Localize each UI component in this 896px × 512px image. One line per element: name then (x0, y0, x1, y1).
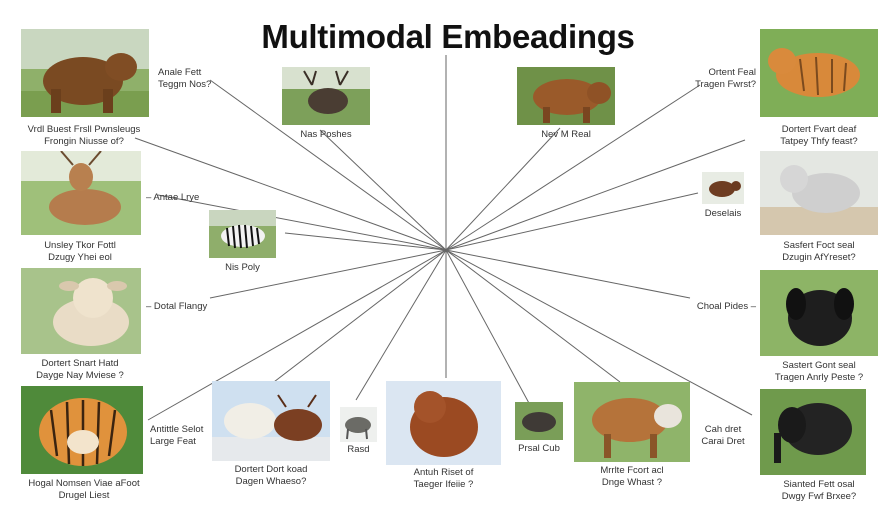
caption-bears-bottom: Dortert Dort koad Dagen Whaeso? (234, 464, 308, 487)
bison-photo-bottom-right (574, 382, 690, 462)
caption-elephant: Sianted Fett osal Dwgy Fwf Brxee? (781, 479, 857, 502)
buffalo-photo-small (515, 402, 563, 440)
ray-dog-r (445, 249, 691, 299)
caption-zebra: Nis Poly (225, 262, 260, 273)
dog-photo-right (760, 270, 878, 356)
ray-tiger-bl (147, 249, 447, 421)
caption-tiger-bottom-left-text: Antittle Selot Large Feat (150, 424, 204, 447)
bear-photo-center (386, 381, 501, 465)
ray-goat-r (445, 192, 699, 251)
wolf-photo (340, 407, 377, 442)
caption-dog-right: Sastert Gont seal Tragen Anrly Peste ? (774, 360, 864, 383)
goat-photo-right (760, 151, 878, 235)
diagram-title: Multimodal Embeadings (261, 18, 635, 55)
ray-zebra (284, 232, 447, 251)
caption-tiger-top-right: Dortert Fvart deaf Tatpey Thfy feast? (780, 124, 858, 147)
caption-deer-left: Unsley Tkor Fottl Dzugy Yhei eol (44, 240, 116, 263)
goat-photo-right-small (702, 172, 744, 204)
ray-deer-l (157, 194, 447, 251)
caption-buffalo-small: Prsal Cub (518, 443, 560, 454)
deer-photo-left (21, 151, 141, 235)
elephant-photo (760, 389, 866, 475)
caption-deer-left-arrow: – Antae Lrye (146, 192, 200, 203)
caption-elephant-text: Cah dret Carai Dret (701, 424, 745, 447)
tiger-photo-top-right (760, 29, 878, 117)
caption-goat-right-small: Deselais (704, 208, 742, 219)
lamb-photo-left (21, 268, 141, 354)
ray-bison-br (445, 249, 621, 383)
bear-photo-top-left (21, 29, 149, 117)
ray-wolf (355, 249, 447, 401)
ray-elephant (445, 249, 753, 416)
caption-lamb-left: Dortert Snart Hatd Dayge Nay Mviese ? (36, 358, 124, 381)
caption-bear-center: Antuh Riset of Taeger Ifeiie ? (413, 467, 474, 490)
bison-photo-top (517, 67, 615, 125)
caption-bison-top: Nev M Real (541, 129, 591, 140)
caption-bison-bottom-right: Mrrlte Fcort acl Dnge Whast ? (600, 465, 664, 488)
ray-bears-bm (269, 249, 447, 386)
ray-tiger-tr (445, 84, 701, 251)
bears-photo-bottom (212, 381, 330, 461)
zebra-photo (209, 210, 276, 258)
ray-bear-tl (209, 79, 447, 251)
ray-elk-top (319, 129, 447, 251)
ray-goat-r2 (445, 139, 746, 251)
caption-lamb-left-arrow: – Dotal Flangy (146, 301, 208, 312)
caption-dog-right-arrow: Choal Pides – (696, 301, 756, 312)
ray-bison-top (445, 127, 561, 251)
caption-bear-top-left: Vrdl Buest Frsll Pwnsleugs Frongin Niuss… (27, 124, 141, 147)
caption-elk-top: Nas Poshes (300, 129, 352, 140)
caption-arrow-a: Anale Fett Teggm Nos? (158, 67, 212, 90)
caption-tiger-bottom-left: Hogal Nomsen Viae aFoot Drugel Liest (28, 478, 140, 501)
elk-photo-top (282, 67, 370, 125)
ray-buffalo-small (445, 249, 531, 406)
ray-bear-tl-2 (134, 137, 447, 251)
caption-tiger-top-right-text: Ortent Feal Tragen Fwrst? (695, 67, 756, 90)
caption-goat-right: Sasfert Foct seal Dzugin AfYreset? (782, 240, 856, 263)
caption-wolf: Rasd (347, 444, 370, 455)
tiger-photo-bottom-left (21, 386, 143, 474)
ray-lamb-l (209, 249, 447, 299)
